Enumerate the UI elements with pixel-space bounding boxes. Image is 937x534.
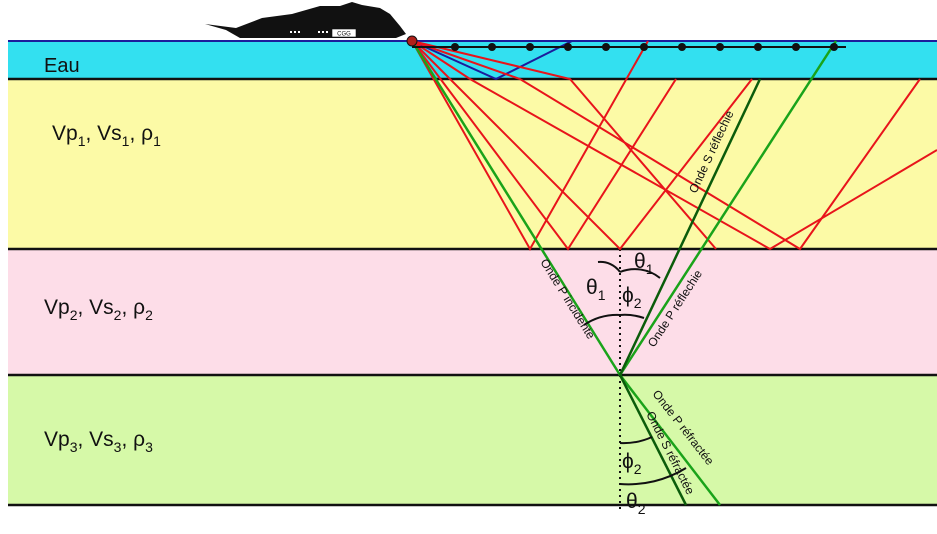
- ship-hull: [205, 2, 406, 38]
- receiver: [830, 43, 838, 51]
- receiver: [526, 43, 534, 51]
- arc-theta2: [619, 467, 687, 486]
- layer-3: [8, 375, 937, 505]
- ship-logo-box: [331, 28, 357, 38]
- receiver: [754, 43, 762, 51]
- arc-phi2-lower: [619, 436, 653, 445]
- arc-theta1-left: [583, 313, 621, 326]
- layer1-label: Vp1, Vs1, ρ1: [52, 122, 161, 149]
- ship-logo-label: CGG: [337, 32, 351, 38]
- theta2-label: θ2: [626, 490, 646, 517]
- red-ray-4: [411, 40, 937, 251]
- red-ray-3: [411, 40, 753, 251]
- arc-theta1-top-right: [619, 268, 661, 279]
- layer2-label: Vp2, Vs2, ρ2: [44, 296, 153, 323]
- receiver: [564, 43, 572, 51]
- s-reflected-ray: [618, 78, 762, 376]
- layer3-label: Vp3, Vs3, ρ3: [44, 428, 153, 455]
- angle-arcs: [583, 260, 687, 486]
- p-reflected-ray: [618, 40, 838, 376]
- ship-icon: CGG: [205, 2, 406, 38]
- theta1-left-label: θ1: [586, 276, 606, 303]
- p-refracted-ray: [619, 374, 721, 506]
- red-ray-1: [411, 40, 649, 252]
- receiver: [716, 43, 724, 51]
- red-ray-6: [411, 40, 717, 250]
- arc-phi2-upper: [619, 313, 645, 319]
- theta1-top-label: θ1: [634, 250, 654, 277]
- receiver: [640, 43, 648, 51]
- seismic-source: [406, 35, 418, 47]
- s-refracted-ray: [618, 374, 688, 506]
- receiver: [602, 43, 610, 51]
- red-rays: [411, 40, 937, 252]
- phi2-upper-label: ϕ2: [622, 284, 642, 311]
- red-ray-5: [411, 40, 921, 251]
- layer-2: [8, 249, 937, 375]
- receiver: [488, 43, 496, 51]
- ship-windows: [290, 31, 328, 33]
- receiver: [678, 43, 686, 51]
- phi2-lower-label: ϕ2: [622, 450, 642, 477]
- red-ray-2: [411, 40, 677, 251]
- water-label: Eau: [44, 55, 80, 77]
- p-incident-ray: [410, 40, 622, 376]
- receiver: [792, 43, 800, 51]
- layer-1: [8, 79, 937, 249]
- receivers: [451, 43, 838, 51]
- receiver: [451, 43, 459, 51]
- water-multiple-ray: [411, 40, 573, 81]
- arc-theta1-top: [597, 260, 621, 273]
